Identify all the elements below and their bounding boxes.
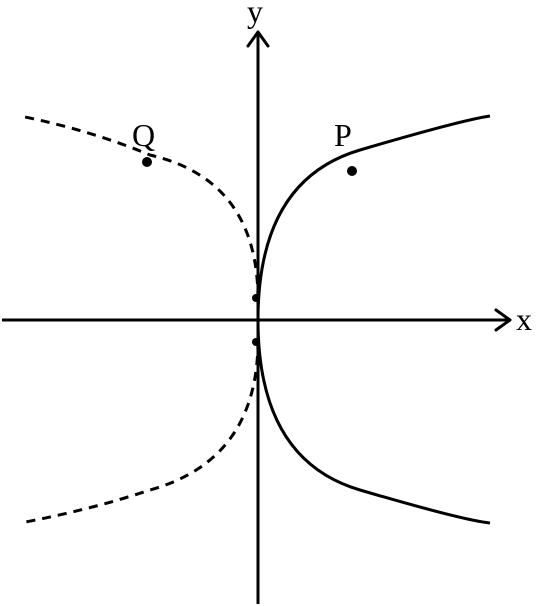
point-q-label: Q	[132, 117, 155, 153]
parabola-left-lower-dashed	[19, 339, 260, 525]
origin-dot-upper	[252, 294, 260, 302]
parabola-right-lower	[256, 319, 491, 525]
point-p-label: P	[334, 117, 352, 153]
y-axis-label: y	[247, 0, 263, 29]
x-axis-label: x	[516, 301, 532, 337]
point-p-dot	[347, 166, 357, 176]
point-q-dot	[142, 157, 152, 167]
parabola-right-upper	[256, 114, 491, 321]
y-axis-arrowhead	[246, 30, 270, 48]
origin-dot-lower	[252, 338, 260, 346]
x-axis-arrowhead	[494, 308, 512, 332]
